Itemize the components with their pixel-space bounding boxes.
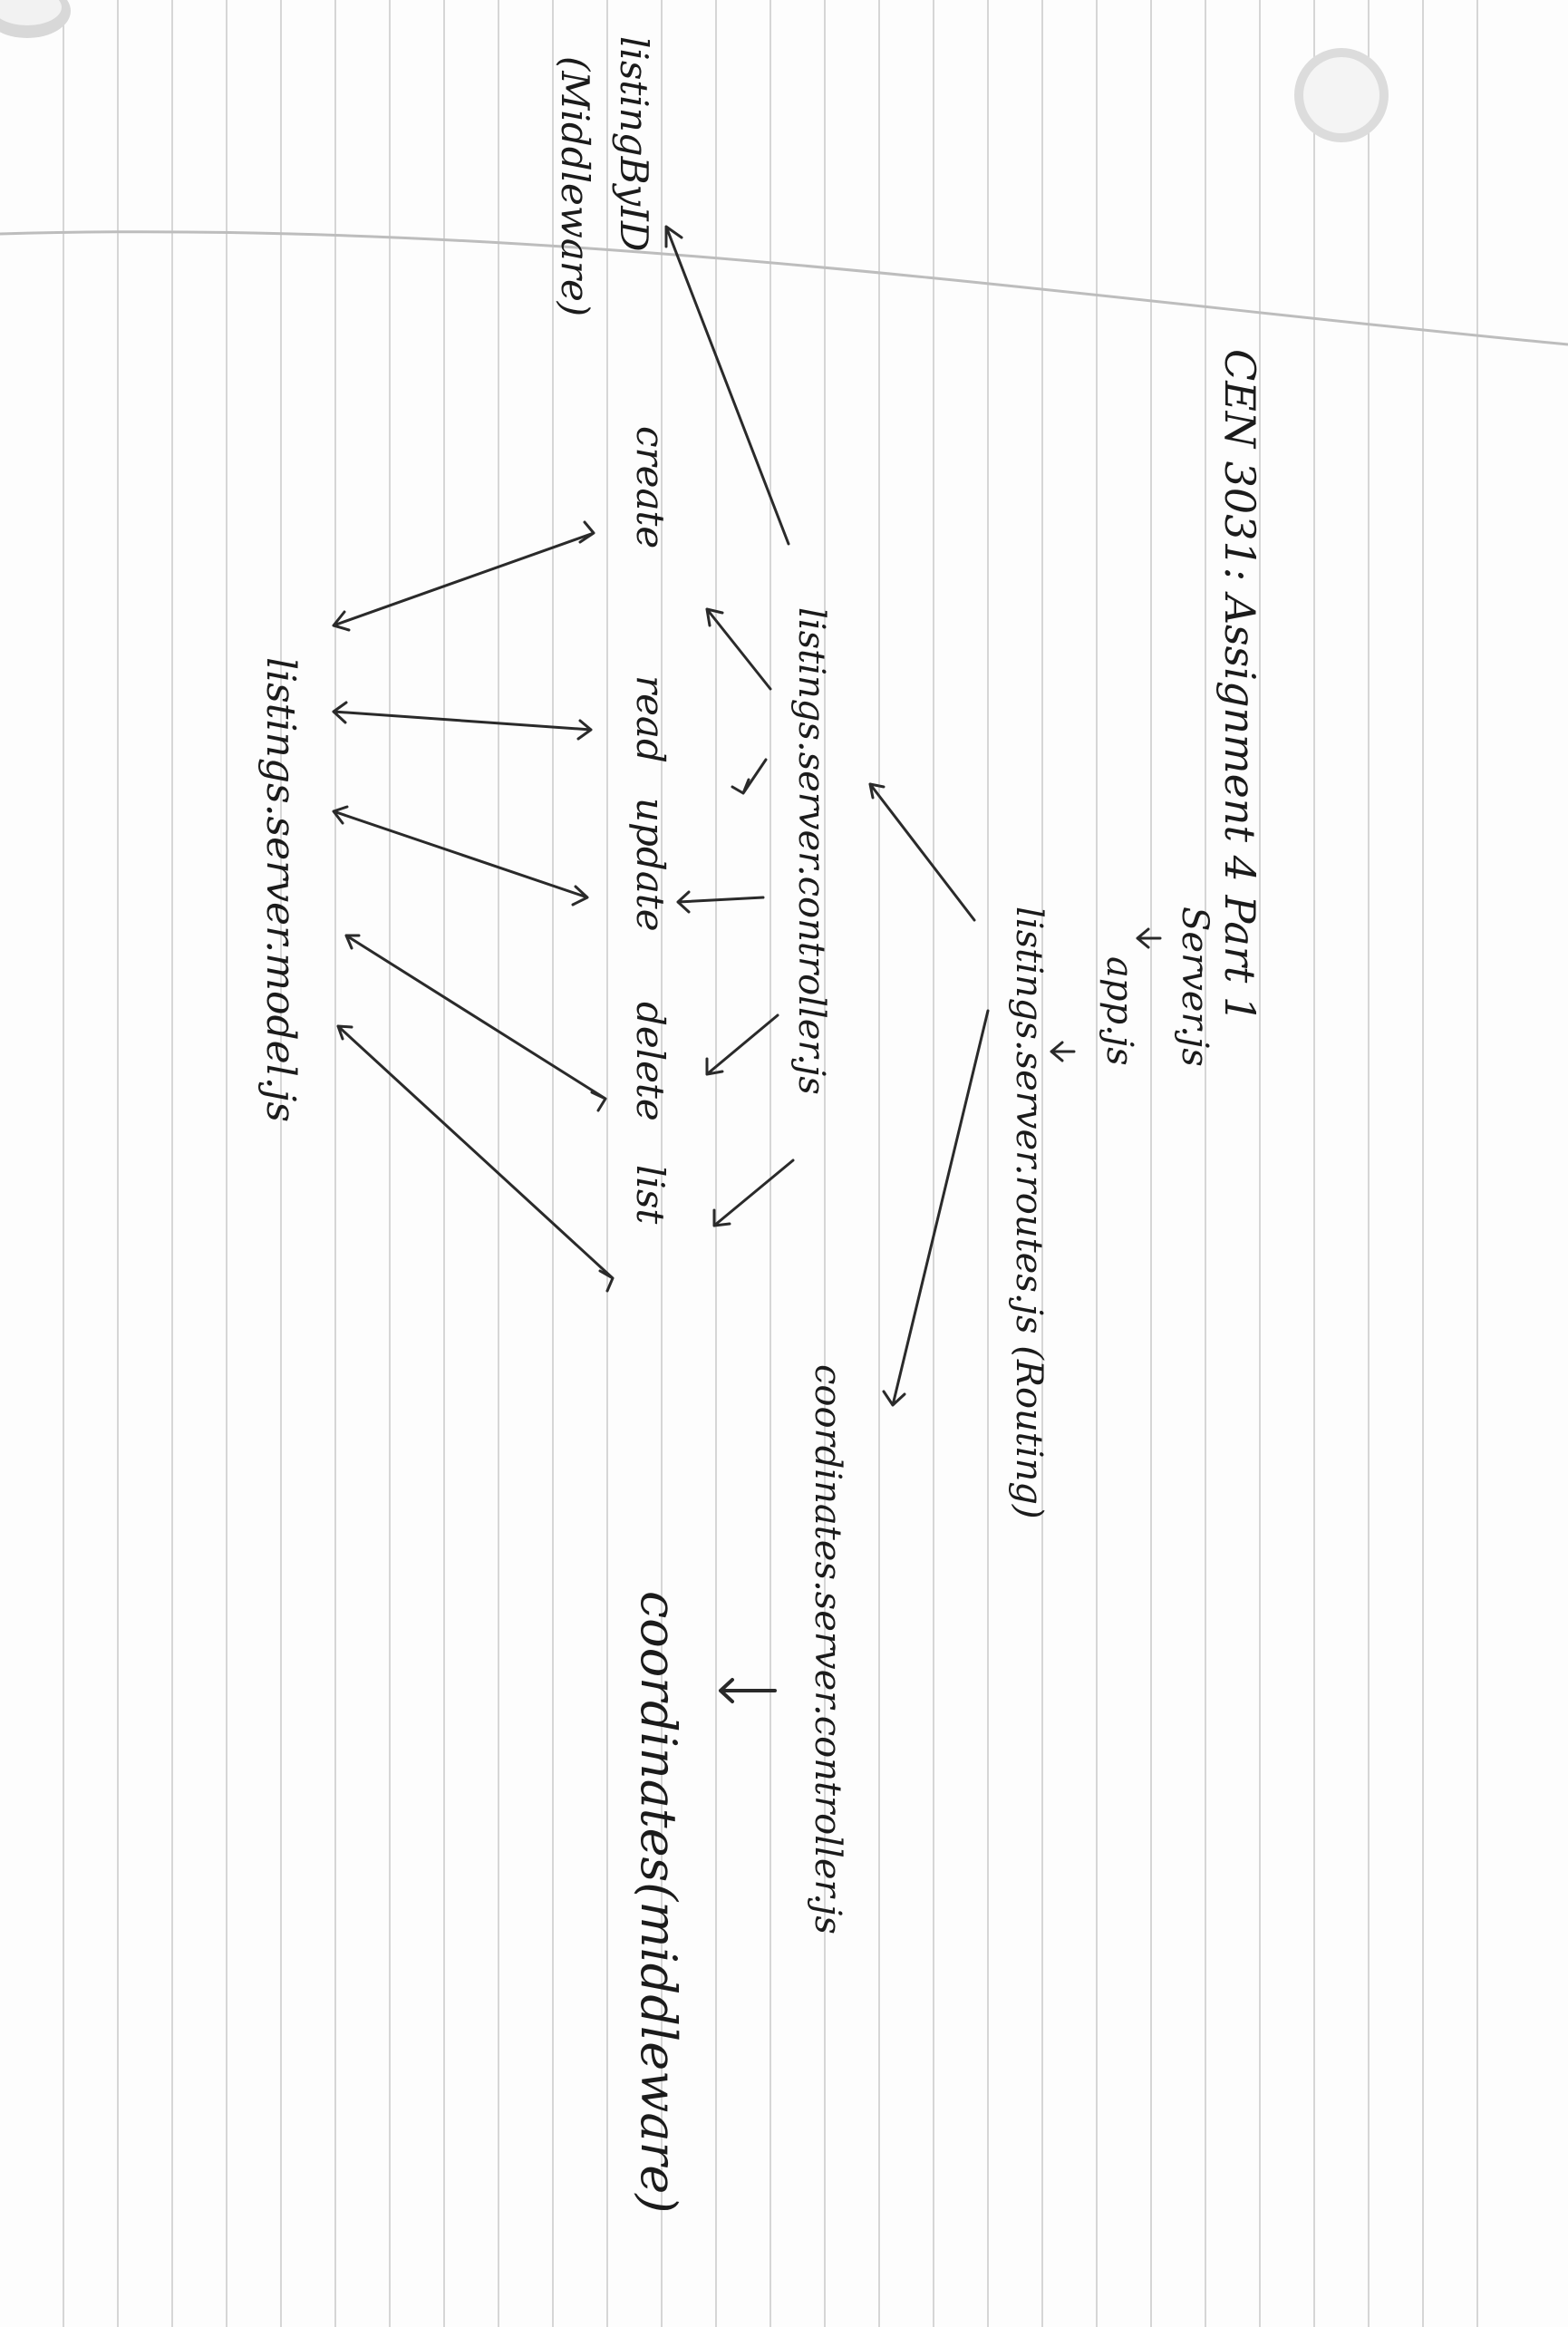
arrow-routes-to-coordinates-controller	[882, 1009, 990, 1407]
node-routes: listings.server.routes.js (Routing)	[1008, 907, 1050, 1519]
node-delete: delete	[628, 1002, 673, 1121]
arrow-controller-to-create	[705, 607, 772, 691]
node-list: list	[628, 1165, 673, 1224]
node-server: Server.js	[1174, 907, 1215, 1067]
arrow-controller-to-listing-by-id	[664, 225, 790, 546]
node-coordinates-controller: coordinates.server.controller.js	[807, 1364, 848, 1934]
node-read: read	[628, 675, 673, 763]
arrow-coordinates-controller-to-middleware	[719, 1678, 777, 1703]
arrow-list-model	[336, 1024, 615, 1293]
arrow-controller-to-list	[712, 1159, 795, 1227]
node-app: app.js	[1099, 956, 1140, 1066]
arrow-delete-model	[344, 934, 607, 1112]
node-listing-by-id: listingByID	[612, 36, 656, 252]
arrow-controller-to-read	[731, 758, 768, 795]
arrow-create-model	[332, 520, 595, 632]
node-listing-by-id-note: (Middleware)	[553, 56, 597, 316]
node-model: listings.server.model.js	[257, 657, 304, 1122]
arrow-routes-to-listings-controller	[868, 782, 976, 922]
title: CEN 3031: Assignment 4 Part 1	[1215, 349, 1264, 1023]
node-listings-controller: listings.server.controller.js	[790, 607, 832, 1095]
arrow-read-model	[332, 701, 593, 741]
arrow-controller-to-delete	[705, 1013, 779, 1076]
arrow-controller-to-update	[676, 890, 765, 914]
arrow-update-model	[332, 805, 589, 907]
node-create: create	[628, 426, 673, 548]
arrow-server-to-app	[1136, 927, 1162, 949]
node-coordinates-middleware: coordinates(middleware)	[630, 1591, 687, 2213]
arrow-app-to-routes	[1050, 1041, 1076, 1062]
node-update: update	[628, 798, 673, 932]
